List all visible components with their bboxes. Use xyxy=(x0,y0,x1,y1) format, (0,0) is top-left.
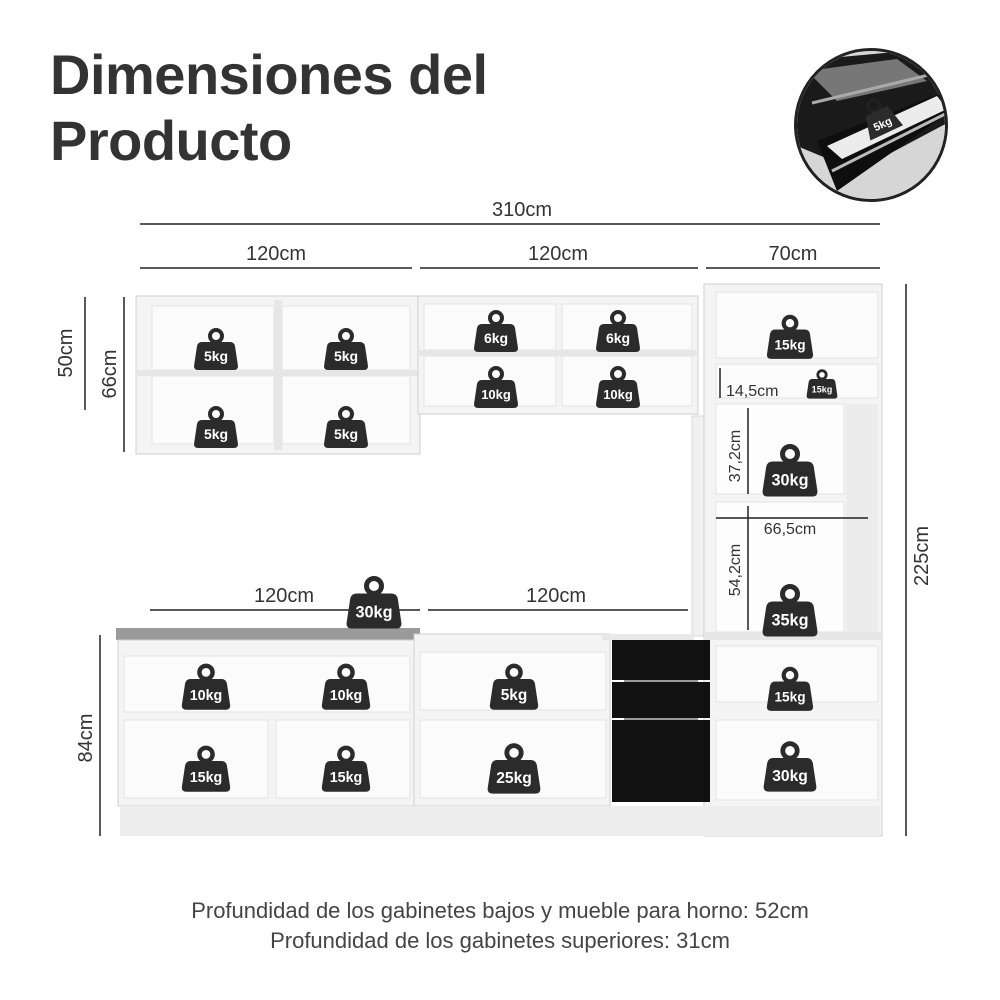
weight-label: 15kg xyxy=(190,770,223,786)
weight-icon: 25kg xyxy=(487,743,541,794)
weight-icon: 30kg xyxy=(762,444,818,497)
dim-tower-niche: 14,5cm xyxy=(726,383,778,400)
upper-middle-cabinet xyxy=(417,295,699,415)
upper-left-cabinet xyxy=(135,295,421,455)
weight-label: 35kg xyxy=(771,611,808,629)
weight-icon: 30kg xyxy=(346,576,402,629)
weight-icon: 10kg xyxy=(596,366,640,408)
weight-label: 15kg xyxy=(812,384,833,394)
dim-upper-inner-height: 50cm xyxy=(55,329,77,378)
weight-icon: 15kg xyxy=(806,369,838,399)
drawer-detail-inset: 5kg xyxy=(794,48,948,202)
weight-icon: 35kg xyxy=(762,584,818,637)
dim-tower-height: 225cm xyxy=(911,526,933,586)
weight-icon: 15kg xyxy=(766,314,814,359)
tower-cabinet xyxy=(691,283,883,837)
dim-upper-height: 66cm xyxy=(99,350,121,399)
weight-icon: 10kg xyxy=(181,663,231,710)
weight-icon: 5kg xyxy=(489,663,539,710)
dim-lower-height: 84cm xyxy=(75,714,97,763)
weight-label: 5kg xyxy=(334,426,358,442)
dim-tower-oven: 54,2cm xyxy=(727,544,744,596)
dim-lower-mid-width: 120cm xyxy=(526,585,586,607)
footer-depth-upper: Profundidad de los gabinetes superiores:… xyxy=(270,928,730,953)
weight-icon: 15kg xyxy=(766,666,814,711)
weight-icon: 15kg xyxy=(181,745,231,792)
weight-label: 30kg xyxy=(772,768,808,785)
weight-icon: 10kg xyxy=(474,366,518,408)
weight-label: 10kg xyxy=(330,688,363,704)
footer-depth-lower: Profundidad de los gabinetes bajos y mue… xyxy=(191,898,809,923)
weight-label: 30kg xyxy=(355,603,392,621)
weight-label: 10kg xyxy=(190,688,223,704)
dim-tower-inner-width: 66,5cm xyxy=(764,521,816,538)
weight-label: 15kg xyxy=(330,770,363,786)
weight-label: 10kg xyxy=(603,387,633,402)
dim-tower-shelf: 37,2cm xyxy=(727,430,744,482)
weight-icon: 5kg xyxy=(194,328,238,370)
weight-label: 10kg xyxy=(481,387,511,402)
weight-icon: 5kg xyxy=(324,406,368,448)
lower-left-cabinet xyxy=(116,628,420,836)
page-title: Dimensiones del Producto xyxy=(50,42,488,174)
title-line-2: Producto xyxy=(50,109,292,172)
weight-label: 30kg xyxy=(771,471,808,489)
weight-icon: 30kg xyxy=(763,741,817,792)
weight-icon: 5kg xyxy=(324,328,368,370)
weight-label: 25kg xyxy=(496,770,532,787)
weight-label: 15kg xyxy=(774,689,805,704)
weight-label: 5kg xyxy=(501,687,528,704)
weight-label: 6kg xyxy=(606,330,630,346)
weight-icon: 6kg xyxy=(596,310,640,352)
weight-icon: 15kg xyxy=(321,745,371,792)
dim-tower-width: 70cm xyxy=(769,243,818,265)
weight-label: 15kg xyxy=(774,337,805,352)
weight-icon: 6kg xyxy=(474,310,518,352)
weight-label: 5kg xyxy=(204,426,228,442)
dim-upper-left-width: 120cm xyxy=(246,243,306,265)
dim-upper-mid-width: 120cm xyxy=(528,243,588,265)
title-line-1: Dimensiones del xyxy=(50,43,488,106)
weight-icon: 5kg xyxy=(194,406,238,448)
dim-lower-left-width: 120cm xyxy=(254,585,314,607)
weight-icon: 10kg xyxy=(321,663,371,710)
weight-label: 5kg xyxy=(334,348,358,364)
weight-label: 5kg xyxy=(204,348,228,364)
drawer-unit xyxy=(602,634,710,836)
dim-total-width: 310cm xyxy=(492,199,552,221)
weight-label: 6kg xyxy=(484,330,508,346)
